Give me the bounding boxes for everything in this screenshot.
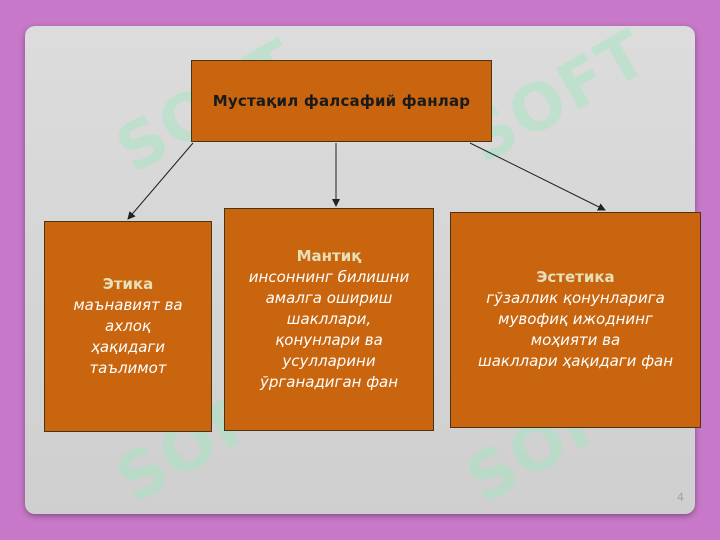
arrow-to-estetika [469,142,606,211]
mantiq-box: Мантиқ инсоннинг билишни амалга ошириш ш… [224,208,434,431]
etika-line: таълимот [89,358,167,377]
etika-heading: Этика [102,274,154,293]
estetika-line: шакллари ҳақидаги фан [477,352,674,370]
arrow-to-etika [127,142,194,220]
mantiq-line: қонунлари ва [275,330,383,349]
mantiq-line: амалга ошириш [265,288,393,307]
etika-box: Этика маънавият ва ахлоқ ҳақидаги таълим… [44,221,212,432]
estetika-line: моҳияти ва [530,331,621,349]
mantiq-line: ўрганадиган фан [259,372,399,391]
mantiq-heading: Мантиқ [296,246,362,265]
estetika-heading: Эстетика [536,268,615,286]
estetika-box: Эстетика гўзаллик қонунларига мувофиқ иж… [450,212,701,428]
mantiq-line: усулларини [282,351,376,370]
etika-line: ахлоқ [105,316,151,335]
top-concept-box: Мустақил фалсафий фанлар [191,60,492,142]
estetika-line: гўзаллик қонунларига [486,289,665,307]
etika-line: ҳақидаги [90,337,166,356]
page-number: 4 [677,491,684,504]
mantiq-line: инсоннинг билишни [248,267,410,286]
top-concept-title: Мустақил фалсафий фанлар [212,92,471,110]
mantiq-line: шакллари, [286,309,372,328]
estetika-line: мувофиқ ижоднинг [498,310,653,328]
etika-line: маънавият ва [73,295,183,314]
